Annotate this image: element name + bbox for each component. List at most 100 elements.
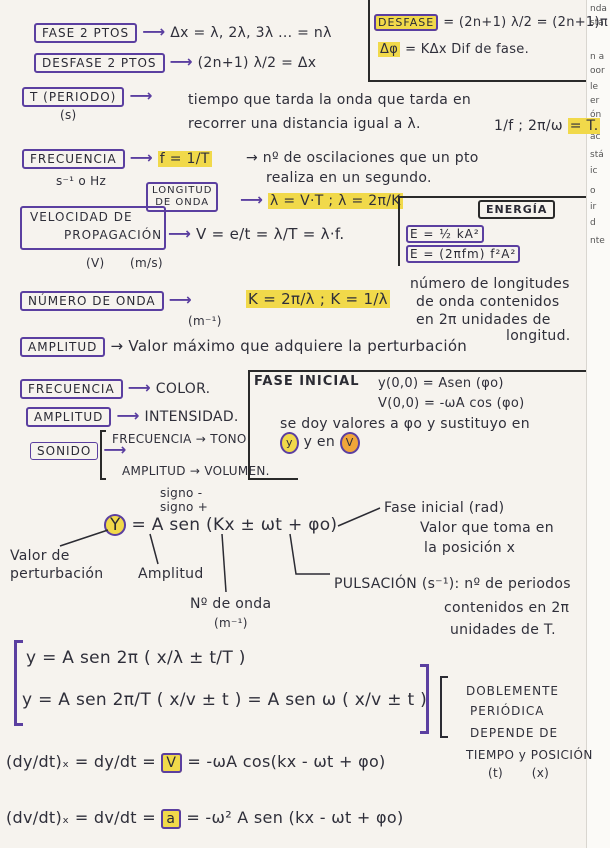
frecuencia-text-2: realiza en un segundo. (266, 170, 432, 186)
periodo-text-1: tiempo que tarda la onda que tarda en (188, 92, 472, 108)
numero-onda-unit: (m⁻¹) (188, 314, 222, 328)
doble-text-3: DEPENDE DE (470, 726, 559, 740)
periodo-formula: 1/f ; 2π/ω = T. (494, 118, 601, 134)
adjacent-text: le (590, 82, 599, 92)
fase-2-ptos-row: FASE 2 PTOS ⟶ Δx = λ, 2λ, 3λ ... = nλ (34, 22, 332, 43)
velocidad-label-2: PROPAGACIÓN (64, 228, 163, 242)
arrow-icon: ⟶ (129, 86, 153, 105)
desfase-2-ptos-formula: (2n+1) λ/2 = Δx (197, 55, 317, 71)
pulsacion-annotation-2: contenidos en 2π (444, 600, 570, 616)
pulsacion-annotation-3: unidades de T. (450, 622, 556, 638)
adjacent-page-edge (586, 0, 610, 848)
intensidad-text: INTENSIDAD. (144, 409, 239, 425)
derivative-v-right: = -ωA cos(kx - ωt + φo) (187, 752, 386, 771)
numero-onda-label: NÚMERO DE ONDA (20, 291, 164, 311)
desfase-label: DESFASE (374, 14, 439, 31)
frecuencia-text-1: → nº de oscilaciones que un pto (246, 150, 479, 166)
derivative-a-left: (dv/dt)ₓ = dv/dt = (6, 808, 156, 827)
a-box: a (161, 809, 181, 829)
arrow-icon: ⟶ (169, 52, 193, 71)
energia-e-box: E = ½ kA² (406, 225, 484, 243)
numero-onda-text-1: número de longitudes (410, 276, 570, 292)
adjacent-text: ac (590, 132, 601, 142)
frecuencia-formula: f = 1/T (157, 151, 212, 167)
periodo-unit: (s) (60, 108, 77, 122)
longitud-label-1: LONGITUD (152, 185, 213, 196)
wave-equation-text: = A sen (Kx ± ωt + φo) (131, 515, 338, 535)
adjacent-text: nte (590, 236, 605, 246)
num-onda-annotation-1: Nº de onda (190, 596, 272, 612)
sonido-bracket (100, 430, 106, 480)
sonido-frecuencia-label: FRECUENCIA (20, 379, 123, 399)
velocidad-formula-row: ⟶ V = e/t = λ/T = λ·f. (168, 224, 344, 243)
fase-inicial-text-2: y en (303, 434, 335, 450)
energia-title: ENERGÍA (478, 200, 556, 219)
fase-inicial-text-2-row: y y en V (280, 432, 360, 454)
arrow-icon: ⟶ (142, 22, 166, 41)
fase-annotation-2: Valor que toma en (420, 520, 554, 536)
fase-inicial-border (248, 370, 586, 372)
arrow-icon: ⟶ (168, 290, 192, 309)
desfase-box-line2: Δφ = KΔx Dif de fase. (378, 38, 529, 57)
v-symbol: V (339, 432, 360, 454)
doble-text-4: TIEMPO y POSICIÓN (466, 748, 593, 762)
doble-bracket (440, 676, 448, 738)
desfase-2-ptos-label: DESFASE 2 PTOS (34, 53, 165, 73)
periodo-label: T (PERIODO) (22, 87, 125, 107)
longitud-box: LONGITUD DE ONDA (146, 182, 219, 212)
doble-text-1: DOBLEMENTE (466, 684, 560, 698)
periodo-text-2: recorrer una distancia igual a λ. (188, 116, 421, 132)
perturbacion-text: perturbación (10, 566, 104, 582)
frecuencia-unit: s⁻¹ o Hz (56, 174, 107, 188)
adjacent-text: d (590, 218, 596, 228)
longitud-formula: λ = V·T ; λ = 2π/K (268, 193, 403, 209)
color-text: COLOR. (155, 381, 211, 397)
adjacent-text: er (590, 96, 600, 106)
velocidad-symbol: (V) (86, 256, 105, 270)
adjacent-text: nda (590, 4, 607, 14)
fase-annotation-1: Fase inicial (rad) (384, 500, 505, 516)
forms-bracket-right (420, 664, 429, 734)
energia-e-box-2: E = (2πfm) f²A² (406, 245, 521, 263)
fase-inicial-eq-2: V(0,0) = -ωA cos (φo) (378, 396, 525, 411)
amplitud-label: AMPLITUD (20, 337, 106, 357)
adjacent-text: ir (590, 202, 597, 212)
delta-phi: Δφ (378, 42, 401, 57)
arrow-icon: ⟶ (116, 406, 140, 425)
adjacent-text: n a (590, 52, 605, 62)
periodo-formula-text: 1/f ; 2π/ω (494, 118, 563, 134)
amplitud-intensidad-row: AMPLITUD ⟶ INTENSIDAD. (26, 406, 239, 427)
fase-annotation-3: la posición x (424, 540, 516, 556)
velocidad-formula: V = e/t = λ/T = λ·f. (196, 225, 345, 243)
wave-form-1: y = A sen 2π ( x/λ ± t/T ) (26, 648, 246, 668)
energia-eq-2: E = (2πfm) f²A² (406, 245, 521, 263)
adjacent-text: ic (590, 166, 598, 176)
longitud-formula-row: ⟶ λ = V·T ; λ = 2π/K (240, 190, 403, 209)
velocidad-label-1: VELOCIDAD DE (30, 210, 133, 224)
delta-phi-formula: = KΔx Dif de fase. (405, 42, 529, 57)
amplitud-annotation: Amplitud (138, 566, 204, 582)
amplitud-text: → Valor máximo que adquiere la perturbac… (110, 337, 468, 355)
adjacent-text: o (590, 186, 596, 196)
numero-onda-text-2: de onda contenidos (416, 294, 560, 310)
longitud-label-2: DE ONDA (155, 197, 210, 208)
energia-border (398, 196, 400, 266)
desfase-formula: = (2n+1) λ/2 = (2n+1)π (443, 15, 609, 30)
derivative-v-left: (dy/dt)ₓ = dy/dt = (6, 752, 156, 771)
fase-inicial-border (248, 478, 298, 480)
adjacent-text: ón (590, 110, 602, 120)
derivative-v-row: (dy/dt)ₓ = dy/dt = V = -ωA cos(kx - ωt +… (6, 752, 386, 773)
frecuencia-row: FRECUENCIA ⟶ f = 1/T (22, 148, 212, 169)
sonido-row: SONIDO ⟶ (30, 440, 127, 460)
wave-equation: Y = A sen (Kx ± ωt + φo) (104, 514, 337, 536)
periodo-label-row: T (PERIODO) ⟶ (22, 86, 153, 107)
adjacent-text: oor (590, 66, 605, 76)
energia-title-wrap: ENERGÍA (478, 198, 556, 219)
annotation-arrows (59, 507, 381, 593)
arrow-icon: ⟶ (103, 440, 127, 459)
y-circle: Y (104, 514, 127, 536)
signo-minus: signo - (160, 486, 203, 500)
sonido-amplitud-label: AMPLITUD (26, 407, 112, 427)
fase-inicial-title: FASE INICIAL (254, 374, 360, 389)
forms-bracket-left (14, 640, 23, 726)
